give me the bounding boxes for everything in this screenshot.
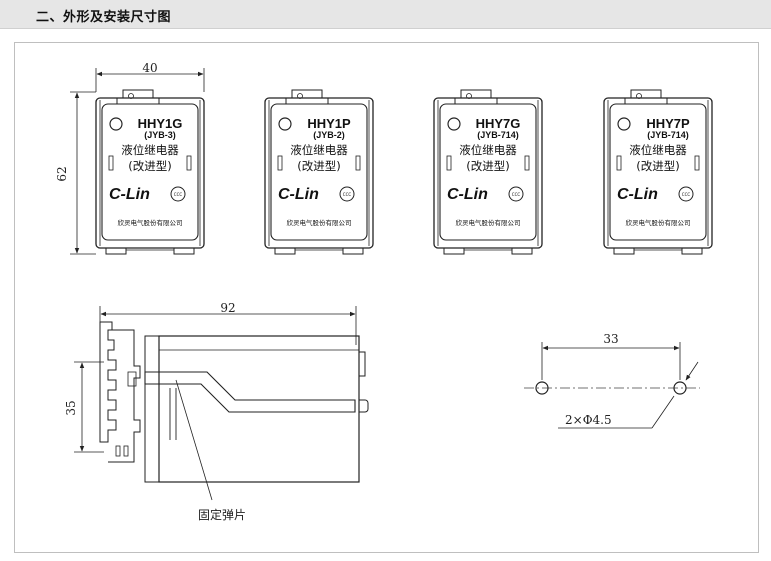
relay-name: 液位继电器 — [629, 143, 687, 157]
front-height-label: 62 — [55, 166, 69, 181]
relay-variant: (改进型) — [636, 159, 679, 173]
relay-variant: (改进型) — [128, 159, 171, 173]
relay-subtype: (JYB-714) — [477, 130, 519, 140]
ccc-mark-icon — [339, 186, 355, 202]
relay-model: HHY1P — [307, 116, 351, 131]
relay-model: HHY7P — [646, 116, 690, 131]
brand-logo: C-Lin — [447, 186, 488, 203]
company-name: 欣灵电气股份有限公司 — [287, 218, 352, 227]
hole-spacing-label: 33 — [603, 332, 618, 346]
relay-subtype: (JYB-3) — [144, 130, 176, 140]
relay-name: 液位继电器 — [121, 143, 179, 157]
mounting-hole-right — [673, 381, 687, 395]
side-length-label: 92 — [220, 301, 235, 315]
front-width-label: 40 — [142, 61, 157, 75]
side-height-label: 35 — [64, 400, 78, 415]
company-name: 欣灵电气股份有限公司 — [456, 218, 521, 227]
relay-subtype: (JYB-2) — [313, 130, 345, 140]
relay-model: HHY7G — [476, 116, 521, 131]
relay-front-view-3: HHY7G (JYB-714) 液位继电器 (改进型) C-Lin CCC 欣灵… — [433, 89, 543, 255]
section-header: 二、外形及安装尺寸图 — [0, 0, 771, 29]
brand-logo: C-Lin — [617, 186, 658, 203]
brand-logo: C-Lin — [109, 186, 150, 203]
ccc-mark-text: CCC — [343, 192, 352, 197]
mounting-hole-diagram: 33 2×Φ4.5 — [524, 332, 700, 429]
ccc-mark-icon — [508, 186, 524, 202]
company-name: 欣灵电气股份有限公司 — [118, 218, 183, 227]
relay-name: 液位继电器 — [459, 143, 517, 157]
relay-front-view-4: HHY7P (JYB-714) 液位继电器 (改进型) C-Lin CCC 欣灵… — [603, 89, 713, 255]
section-title: 二、外形及安装尺寸图 — [36, 10, 172, 25]
relay-model: HHY1G — [138, 116, 183, 131]
mounting-hole-left — [535, 381, 549, 395]
drawing-panel — [14, 42, 759, 553]
ccc-mark-text: CCC — [174, 192, 183, 197]
company-name: 欣灵电气股份有限公司 — [626, 218, 691, 227]
relay-name: 液位继电器 — [290, 143, 348, 157]
ccc-mark-icon — [678, 186, 694, 202]
front-dim-width: 40 — [95, 61, 205, 92]
relay-variant: (改进型) — [466, 159, 509, 173]
relay-subtype: (JYB-714) — [647, 130, 689, 140]
front-dim-height: 62 — [55, 91, 96, 255]
ccc-mark-text: CCC — [682, 192, 691, 197]
relay-front-view-1: HHY1G (JYB-3) 液位继电器 (改进型) C-Lin CCC 欣灵电气… — [95, 89, 205, 255]
spring-clip-label: 固定弹片 — [198, 507, 246, 522]
brand-logo: C-Lin — [278, 186, 319, 203]
side-view: 92 35 固定弹片 — [64, 301, 369, 522]
ccc-mark-text: CCC — [512, 192, 521, 197]
relay-variant: (改进型) — [297, 159, 340, 173]
hole-size-label: 2×Φ4.5 — [565, 413, 612, 427]
relay-front-view-2: HHY1P (JYB-2) 液位继电器 (改进型) C-Lin CCC 欣灵电气… — [264, 89, 374, 255]
ccc-mark-icon — [170, 186, 186, 202]
